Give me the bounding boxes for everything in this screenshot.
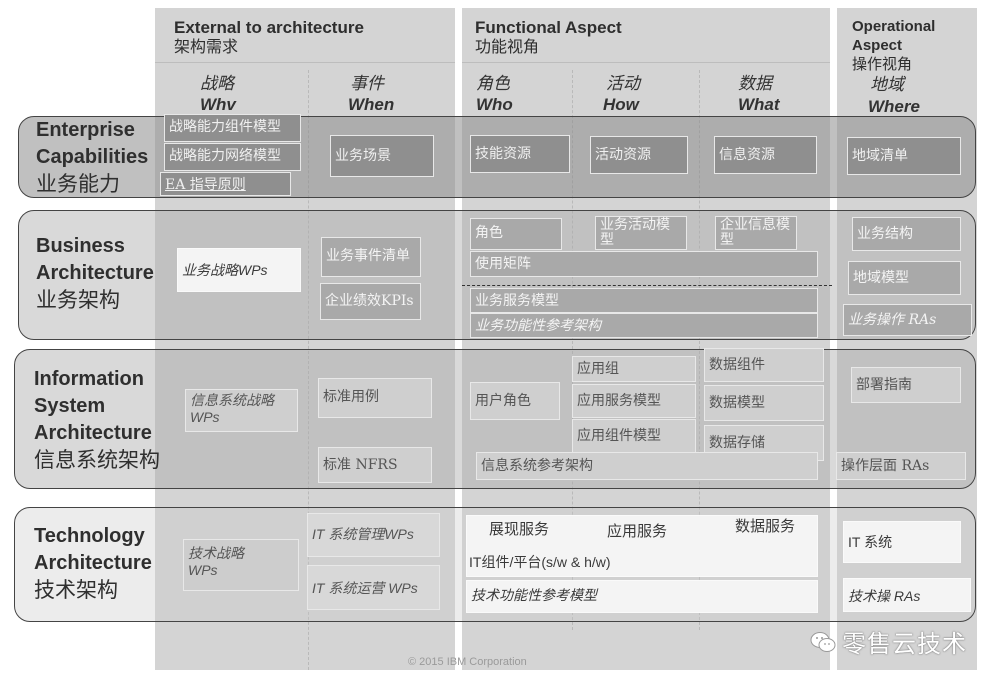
cell-business-functional-reference-architecture: 业务功能性参考架构 <box>470 313 818 338</box>
row-title-cn: 业务架构 <box>36 289 120 312</box>
row-title-information: Information System Architecture 信息系统架构 <box>34 366 160 474</box>
column-title-operational-cn: 操作视角 <box>852 56 913 73</box>
cell-usage-matrix: 使用矩阵 <box>470 251 818 277</box>
cell-text: 信息系统战略 <box>190 393 274 409</box>
cell-it-system-operations-wps: IT 系统运营 WPs <box>307 565 440 610</box>
cell-enterprise-performance-kpis: 企业绩效KPIs <box>320 283 421 320</box>
cell-operational-ras: 操作层面 RAs <box>836 452 966 480</box>
cell-business-structure: 业务结构 <box>852 217 961 251</box>
cell-business-scenario: 业务场景 <box>330 135 434 177</box>
row-title-line: Architecture <box>36 262 154 284</box>
column-title-functional-cn: 功能视角 <box>475 39 540 56</box>
divider <box>155 62 455 63</box>
subcolumn-who-en: Who <box>476 95 513 114</box>
cell-is-reference-architecture: 信息系统参考架构 <box>476 452 818 480</box>
cell-application-groups: 应用组 <box>572 356 696 382</box>
cell-ea-guiding-principles: EA 指导原则 <box>160 172 291 196</box>
subcolumn-where-en: Where <box>868 97 920 116</box>
row-title-business: Business Architecture 业务架构 <box>36 233 154 314</box>
copyright-footer: © 2015 IBM Corporation <box>408 656 527 668</box>
cell-roles: 角色 <box>470 218 562 250</box>
subcolumn-what-en: What <box>738 95 780 114</box>
row-title-line: Architecture <box>34 422 152 444</box>
cell-it-system-management-wps: IT 系统管理WPs <box>307 513 440 557</box>
row-title-cn: 技术架构 <box>34 579 118 602</box>
divider <box>308 70 309 670</box>
subcolumn-when-en: When <box>348 95 395 114</box>
subcolumn-why-cn: 战略 <box>200 74 234 93</box>
column-title-operational-1: Operational <box>852 18 936 35</box>
cell-data-services: 数据服务 <box>735 517 796 535</box>
cell-presentation-services: 展现服务 <box>489 520 550 538</box>
watermark-text: 零售云技术 <box>842 631 967 658</box>
row-title-line: Business <box>36 235 125 257</box>
cell-technology-services: 展现服务 应用服务 数据服务 IT组件/平台(s/w & h/w) <box>466 515 818 577</box>
subcolumn-what-cn: 数据 <box>738 74 772 93</box>
row-title-line: System <box>34 395 106 417</box>
subcolumn-who-cn: 角色 <box>476 74 510 93</box>
cell-skill-resources: 技能资源 <box>470 135 570 173</box>
cell-application-component-model: 应用组件模型 <box>572 419 696 453</box>
cell-technology-operations-ras: 技术操 RAs <box>843 578 971 612</box>
cell-technology-functional-reference-model: 技术功能性参考模型 <box>466 580 818 613</box>
row-title-line: Enterprise <box>36 119 135 141</box>
row-title-line: Architecture <box>34 552 152 574</box>
cell-standard-nfrs: 标准 NFRS <box>318 447 432 483</box>
row-title-line: Information <box>34 368 144 390</box>
cell-business-service-model: 业务服务模型 <box>470 288 818 313</box>
column-title-external: External to architecture <box>174 18 364 37</box>
cell-activity-resources: 活动资源 <box>590 136 688 174</box>
cell-technology-strategy-wps: 技术战略 WPs <box>183 539 299 591</box>
cell-data-components: 数据组件 <box>704 348 824 382</box>
cell-data-model: 数据模型 <box>704 385 824 421</box>
cell-strategic-capability-network-model: 战略能力网络模型 <box>164 143 301 171</box>
subcolumn-how-cn: 活动 <box>606 74 640 93</box>
row-title-cn: 信息系统架构 <box>34 449 160 472</box>
cell-text: WPs <box>190 409 220 425</box>
divider <box>462 62 830 63</box>
cell-application-services: 应用服务 <box>607 522 668 540</box>
subcolumn-why-en: Whv <box>200 95 236 114</box>
cell-business-operations-ras: 业务操作 RAs <box>843 304 972 336</box>
divider <box>462 285 832 286</box>
cell-information-resources: 信息资源 <box>714 136 817 174</box>
cell-location-model: 地域模型 <box>848 261 961 295</box>
row-title-cn: 业务能力 <box>36 173 120 196</box>
row-title-line: Technology <box>34 525 145 547</box>
wechat-icon <box>810 631 836 652</box>
cell-business-strategy-wps: 业务战略WPs <box>177 248 301 292</box>
cell-it-components-platform: IT组件/平台(s/w & h/w) <box>469 554 611 570</box>
cell-text: 技术战略 <box>188 546 244 562</box>
cell-business-activity-model: 业务活动模型 <box>595 216 687 250</box>
divider <box>572 70 573 630</box>
cell-location-list: 地域清单 <box>847 137 961 175</box>
cell-deployment-guide: 部署指南 <box>851 367 961 403</box>
cell-enterprise-information-model: 企业信息模型 <box>715 216 797 250</box>
divider <box>699 70 700 630</box>
row-title-line: Capabilities <box>36 146 149 168</box>
cell-standard-use-cases: 标准用例 <box>318 378 432 418</box>
subcolumn-when-cn: 事件 <box>350 74 384 93</box>
watermark: 零售云技术 <box>810 624 967 659</box>
cell-it-systems: IT 系统 <box>843 521 961 563</box>
row-title-enterprise: Enterprise Capabilities 业务能力 <box>36 117 148 198</box>
cell-strategic-capability-component-model: 战略能力组件模型 <box>164 114 301 142</box>
column-title-functional: Functional Aspect <box>475 18 622 37</box>
cell-text: WPs <box>188 562 218 578</box>
cell-business-event-list: 业务事件清单 <box>321 237 421 277</box>
subcolumn-how-en: How <box>603 95 639 114</box>
row-title-technology: Technology Architecture 技术架构 <box>34 523 152 604</box>
column-title-external-cn: 架构需求 <box>174 39 239 56</box>
column-title-operational-2: Aspect <box>852 37 903 54</box>
cell-is-strategy-wps: 信息系统战略 WPs <box>185 389 298 432</box>
cell-user-roles: 用户角色 <box>470 382 560 420</box>
cell-application-service-model: 应用服务模型 <box>572 384 696 418</box>
subcolumn-where-cn: 地域 <box>870 75 904 94</box>
